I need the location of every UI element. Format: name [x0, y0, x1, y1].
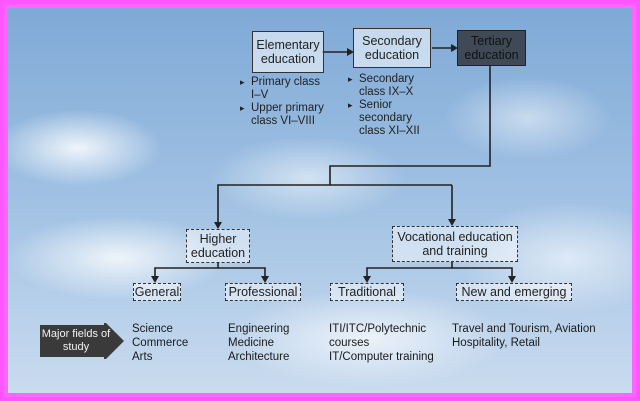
fields-professional: Engineering Medicine Architecture	[228, 322, 289, 364]
field-item: Arts	[132, 351, 153, 363]
box-traditional: Traditional	[330, 283, 404, 301]
field-item: Travel and Tourism, Aviation	[452, 323, 596, 335]
box-new-emerging: New and emerging	[456, 283, 572, 301]
connector-voc-traditional	[366, 262, 453, 279]
field-item: IT/Computer training	[329, 351, 434, 363]
connector-higher-professional	[218, 267, 266, 279]
field-item: Commerce	[132, 337, 189, 349]
connector-voc-new	[452, 267, 513, 279]
box-higher-education: Higher education	[186, 229, 250, 263]
general-label: General	[134, 285, 180, 299]
higher-label: Higher education	[190, 232, 246, 260]
box-professional: Professional	[225, 283, 301, 301]
field-item: Science	[132, 323, 173, 335]
box-elementary: Elementary education	[252, 31, 324, 73]
list-item: Upper primary class VI–VIII	[240, 102, 332, 128]
traditional-label: Traditional	[338, 285, 396, 299]
secondary-list: Secondary class IX–X Senior secondary cl…	[348, 73, 430, 138]
list-item: Secondary class IX–X	[348, 73, 430, 99]
connector-higher-general	[154, 262, 219, 279]
field-item: Hospitality, Retail	[452, 337, 540, 349]
major-fields-label: Major fields of study	[41, 328, 111, 353]
field-item: courses	[329, 337, 370, 349]
new-emerging-label: New and emerging	[461, 285, 567, 299]
professional-label: Professional	[228, 285, 298, 299]
field-item: Architecture	[228, 351, 290, 363]
box-secondary: Secondary education	[353, 28, 431, 68]
fields-general: Science Commerce Arts	[132, 322, 188, 364]
major-fields-arrow	[40, 323, 124, 359]
box-tertiary: Tertiary education	[457, 30, 526, 66]
vocational-label: Vocational education and training	[397, 230, 513, 258]
box-general: General	[133, 283, 181, 301]
field-item: ITI/ITC/Polytechnic	[329, 323, 427, 335]
secondary-label: Secondary education	[362, 34, 422, 62]
tertiary-label: Tertiary education	[464, 34, 519, 62]
elementary-label: Elementary education	[256, 38, 320, 66]
fields-new-emerging: Travel and Tourism, Aviation Hospitality…	[452, 322, 596, 350]
connector-tertiary-higher	[217, 66, 491, 226]
list-item: Senior secondary class XI–XII	[348, 99, 430, 138]
field-item: Medicine	[228, 337, 275, 349]
box-vocational: Vocational education and training	[392, 226, 518, 262]
fields-traditional: ITI/ITC/Polytechnic courses IT/Computer …	[329, 322, 434, 364]
field-item: Engineering	[228, 323, 290, 335]
elementary-list: Primary class I–V Upper primary class VI…	[240, 76, 332, 128]
list-item: Primary class I–V	[240, 76, 332, 102]
